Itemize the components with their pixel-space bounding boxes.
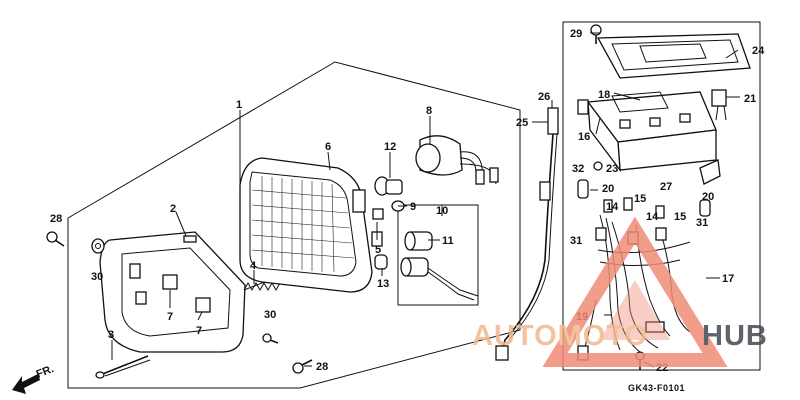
callout-29: 29 xyxy=(570,28,582,40)
headlight-unit xyxy=(239,157,383,293)
fr-label: FR. xyxy=(35,363,56,381)
callout-7a: 7 xyxy=(167,311,173,323)
bolt-28-left xyxy=(46,231,65,247)
callout-12: 12 xyxy=(384,141,396,153)
meter-case-18 xyxy=(586,91,717,173)
front-direction-arrow: FR. xyxy=(12,363,56,394)
bulb-13 xyxy=(374,254,388,270)
callout-20b: 20 xyxy=(702,191,714,203)
callout-5: 5 xyxy=(375,244,381,256)
bulb-12 xyxy=(374,176,403,196)
clip-7a xyxy=(162,274,178,290)
headlight-rim xyxy=(99,231,246,353)
bracket-27 xyxy=(699,159,721,185)
bulb-socket-8 xyxy=(415,135,499,185)
watermark-text-b: HUB xyxy=(702,320,768,352)
callout-16: 16 xyxy=(578,131,590,143)
callout-27: 27 xyxy=(660,181,672,193)
meter-socket-21 xyxy=(711,89,727,121)
callout-15b: 15 xyxy=(674,211,686,223)
callout-30b: 30 xyxy=(264,309,276,321)
callout-23: 23 xyxy=(606,163,618,175)
callout-15a: 15 xyxy=(634,193,646,205)
bulb-20-left xyxy=(577,179,589,199)
callout-4: 4 xyxy=(250,260,257,272)
callout-2: 2 xyxy=(170,203,176,215)
meter-top-cover-24 xyxy=(596,33,751,79)
callout-32: 32 xyxy=(572,163,584,175)
watermark-text-a: AUTOMOTO xyxy=(472,320,648,352)
callout-1: 1 xyxy=(236,99,242,111)
callout-28b: 28 xyxy=(316,361,328,373)
bulb-20-right xyxy=(699,199,711,217)
callout-8: 8 xyxy=(426,105,432,117)
screw-3 xyxy=(95,355,151,379)
speedometer-cable xyxy=(495,107,559,361)
callout-31b: 31 xyxy=(696,217,708,229)
callout-25: 25 xyxy=(516,117,528,129)
diagram-code: GK43-F0101 xyxy=(628,383,685,393)
callout-24: 24 xyxy=(752,45,765,57)
callout-9: 9 xyxy=(410,201,416,213)
callout-6: 6 xyxy=(325,141,331,153)
screw-30-bottom xyxy=(262,333,279,344)
callout-3: 3 xyxy=(108,329,114,341)
callout-31a: 31 xyxy=(570,235,582,247)
bolt-28-bottom xyxy=(292,359,313,374)
callout-17: 17 xyxy=(722,273,734,285)
callout-18: 18 xyxy=(598,89,610,101)
callout-30a: 30 xyxy=(91,271,103,283)
watermark-logo: AUTOMOTO HUB xyxy=(472,216,768,367)
callout-14a: 14 xyxy=(606,201,619,213)
callout-14b: 14 xyxy=(646,211,659,223)
callout-13: 13 xyxy=(377,278,389,290)
callout-26: 26 xyxy=(538,91,550,103)
assembly-outlines xyxy=(67,21,761,389)
clip-5 xyxy=(372,208,384,220)
clip-7b xyxy=(195,297,211,313)
callout-7b: 7 xyxy=(196,325,202,337)
callout-20a: 20 xyxy=(602,183,614,195)
socket-set-10 xyxy=(400,231,479,301)
meter-gear-16 xyxy=(577,99,589,115)
callout-11: 11 xyxy=(442,235,454,247)
callout-28a: 28 xyxy=(50,213,62,225)
callout-10: 10 xyxy=(436,205,448,217)
screw-32 xyxy=(593,161,603,171)
grommet-30-left xyxy=(91,238,105,254)
callout-21: 21 xyxy=(744,93,756,105)
